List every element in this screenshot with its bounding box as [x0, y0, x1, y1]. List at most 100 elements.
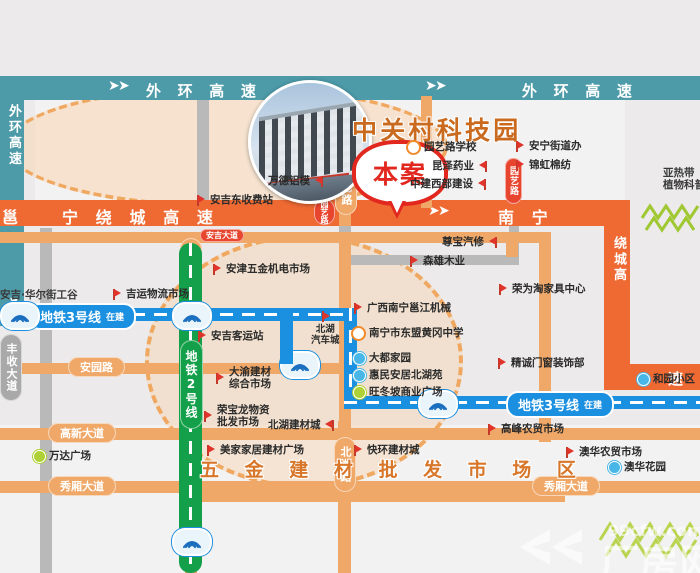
- poi-label-line1: 亚热带: [663, 167, 695, 179]
- metro-station-interchange-anji[interactable]: [172, 302, 212, 330]
- poi-label: 安津五金机电市场: [226, 263, 310, 275]
- direction-arrow-top-mid: ➤➤: [425, 78, 447, 94]
- poi-label: 安吉·华尔街工谷: [0, 289, 78, 301]
- flag-icon: [497, 357, 508, 369]
- poi-zunbao[interactable]: 尊宝汽修: [442, 236, 498, 248]
- street-label-anyuan-road: 安园路: [68, 357, 125, 377]
- poi-rongweitao[interactable]: 荣为淘家具中心: [498, 283, 586, 295]
- flag-icon: [313, 175, 324, 187]
- street-label-xiuxiang-avenue-left: 秀厢大道: [48, 476, 116, 496]
- poi-rongbaolong[interactable]: 荣宝龙物资 批发市场: [203, 404, 270, 428]
- circle-green-icon: [353, 386, 366, 399]
- poi-senxiong[interactable]: 森雄木业: [409, 255, 465, 267]
- flag-icon: [212, 263, 223, 275]
- poi-label-wrap: 亚热带 植物科普: [663, 167, 700, 191]
- poi-huimin[interactable]: 惠民安居北湖苑: [353, 369, 443, 382]
- poi-jiyun[interactable]: 吉运物流市场: [112, 288, 189, 300]
- poi-huaerjie[interactable]: 安吉·华尔街工谷: [0, 289, 78, 301]
- flag-icon: [498, 283, 509, 295]
- poi-aohua-market[interactable]: 澳华农贸市场: [565, 446, 642, 458]
- poi-label: 安宁街道办: [529, 140, 582, 152]
- road-label-ring-city-vertical: 绕城高: [611, 236, 626, 284]
- poi-label-wrap: 荣宝龙物资 批发市场: [217, 404, 270, 428]
- flag-icon-beihu-auto: [321, 311, 332, 322]
- poi-beihu-auto[interactable]: 北湖 汽车城: [311, 324, 340, 347]
- street-label-fengshou-avenue: 丰收大道: [0, 334, 22, 402]
- poi-label: 和园小区: [653, 373, 695, 386]
- road-ring-city-expressway-right: [604, 200, 630, 390]
- poi-label: 中建西部建设: [410, 178, 473, 190]
- zone-title-tech-park: 中关村科技园: [352, 116, 522, 145]
- poi-gaofeng[interactable]: 高峰农贸市场: [487, 423, 564, 435]
- road-label-outer-ring-left: 外环高速: [6, 104, 21, 168]
- poi-jinhong[interactable]: 锦虹棉纺: [515, 159, 571, 171]
- poi-heyuan[interactable]: 和园小区: [637, 373, 695, 386]
- metro-station-west-edge[interactable]: [0, 302, 40, 330]
- metro-line-3-badge-west: 地铁3号线 在建: [28, 303, 137, 330]
- road-label-expressway-prefix: 邕: [2, 208, 25, 227]
- poi-wanda[interactable]: 万达广场: [33, 450, 91, 463]
- poi-label: 澳华农贸市场: [579, 446, 642, 458]
- poi-label: 美家家居建材广场: [220, 444, 304, 456]
- road-ring-city-expressway-bottom-right: [604, 364, 700, 390]
- circle-orange-icon: [351, 326, 366, 341]
- flag-icon: [196, 194, 207, 206]
- road-grey-vertical-left: [197, 82, 209, 206]
- circle-green-icon: [33, 450, 46, 463]
- road-anyuan-avenue: [0, 363, 345, 374]
- circle-blue-icon: [637, 373, 650, 386]
- metro-line-3-branch-vertical: [280, 308, 293, 364]
- poi-kunze[interactable]: 昆泽药业: [432, 160, 488, 172]
- poi-label-line1: 大渝建材: [229, 366, 271, 378]
- circle-blue-icon: [353, 369, 366, 382]
- poi-meijia[interactable]: 美家家居建材广场: [206, 444, 304, 456]
- poi-label: 惠民安居北湖苑: [369, 369, 443, 382]
- flag-icon: [515, 159, 526, 171]
- metro-line-3-status-west: 在建: [106, 313, 125, 323]
- subject-marker[interactable]: 本案: [352, 140, 448, 219]
- poi-anji-toll[interactable]: 安吉东收费站: [196, 194, 273, 206]
- road-tan-connector-right: [506, 232, 518, 257]
- metro-line-3-label-west: 地铁3号线: [40, 311, 102, 326]
- metro-station-south[interactable]: [172, 528, 212, 556]
- poi-label: 高峰农贸市场: [501, 423, 564, 435]
- metro-station-east[interactable]: [418, 390, 458, 418]
- flag-icon: [353, 444, 364, 456]
- flag-icon: [215, 372, 226, 384]
- poi-label: 澳华花园: [624, 461, 666, 474]
- road-label-ring-city-vertical-end: 速: [668, 370, 689, 388]
- poi-label: 安吉客运站: [211, 330, 264, 342]
- poi-anning-office[interactable]: 安宁街道办: [515, 140, 582, 152]
- poi-label-line1: 荣宝龙物资: [217, 404, 270, 416]
- poi-beihu-jiancai[interactable]: 北湖建材城: [268, 419, 335, 431]
- zone-title-wholesale-market: 五 金 建 材 批 发 市 场 区: [200, 459, 586, 481]
- flag-icon: [353, 302, 364, 314]
- poi-zhongjian[interactable]: 中建西部建设: [410, 178, 487, 190]
- poi-label-line2: 汽车城: [311, 334, 340, 346]
- poi-label-wrap: 大渝建材 综合市场: [229, 366, 271, 390]
- flag-icon: [112, 288, 123, 300]
- poi-aohua-garden[interactable]: 澳华花园: [608, 461, 666, 474]
- poi-dayu[interactable]: 大渝建材 综合市场: [215, 366, 271, 390]
- poi-label-line1: 北湖: [315, 324, 335, 335]
- poi-label-line2: 综合市场: [229, 378, 271, 391]
- poi-yongjiang[interactable]: 广西南宁邕江机械: [353, 302, 451, 314]
- poi-huanggang[interactable]: 南宁市东盟黄冈中学: [351, 326, 464, 341]
- poi-kuaihuan[interactable]: 快环建材城: [353, 444, 420, 456]
- metro-line-3-badge-east: 地铁3号线 在建: [506, 391, 615, 418]
- road-label-outer-ring-top: 外 环 高 速: [146, 82, 262, 100]
- poi-anjin[interactable]: 安津五金机电市场: [212, 263, 310, 275]
- poi-label: 大都家园: [369, 352, 411, 365]
- poi-label: 广西南宁邕江机械: [367, 302, 451, 314]
- poi-keyunzhan[interactable]: 安吉客运站: [197, 330, 264, 342]
- metro-line-3-vertical-a-dash: [349, 308, 352, 408]
- poi-yuanyi-school[interactable]: 园艺路学校: [406, 140, 477, 155]
- poi-wangdongpo[interactable]: 旺冬坡商业广场: [353, 386, 443, 399]
- poi-label: 万德铝模: [268, 175, 310, 187]
- poi-jingcheng[interactable]: 精诚门窗装饰部: [497, 357, 585, 369]
- poi-dadu[interactable]: 大都家园: [353, 352, 411, 365]
- poi-subtropical[interactable]: 亚热带 植物科普: [663, 167, 700, 191]
- poi-wande[interactable]: 万德铝模: [268, 175, 324, 187]
- poi-label-line2: 批发市场: [217, 416, 259, 429]
- poi-label: 昆泽药业: [432, 160, 474, 172]
